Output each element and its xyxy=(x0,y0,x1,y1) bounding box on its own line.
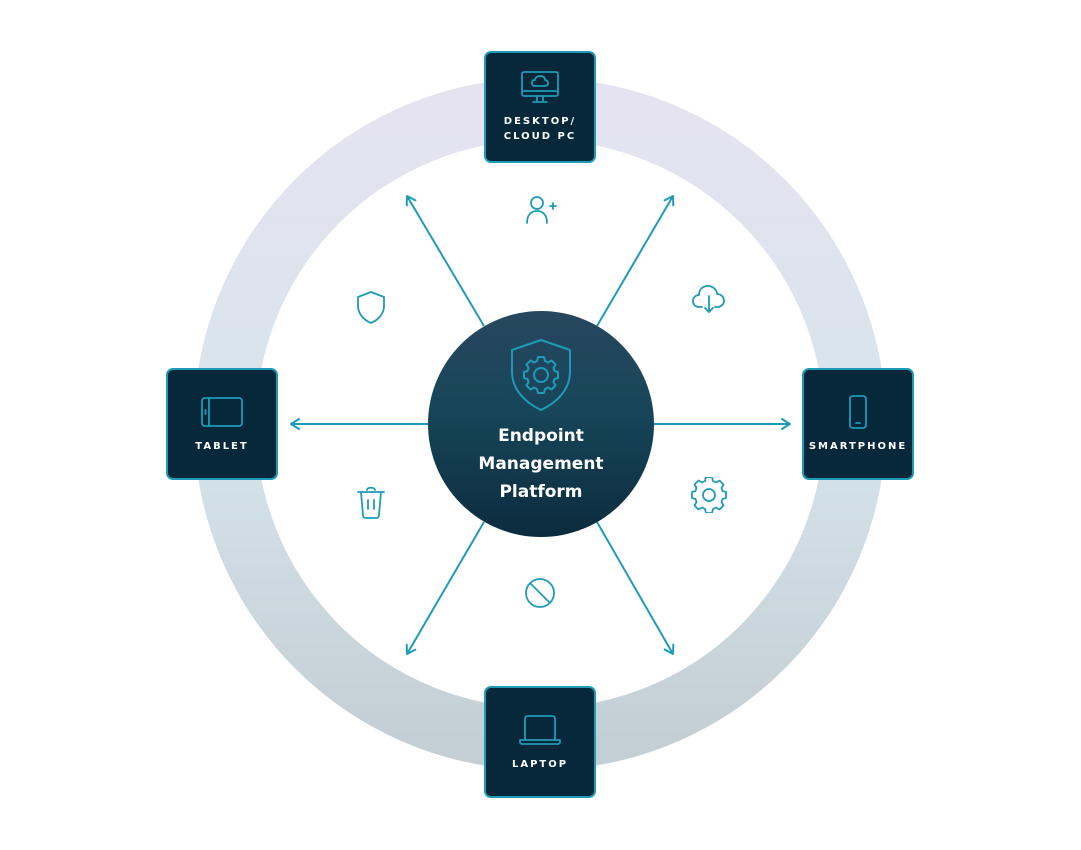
shield-gear-icon xyxy=(511,339,571,411)
block-icon xyxy=(525,578,555,608)
device-label: TABLET xyxy=(195,440,249,452)
shield-icon xyxy=(357,291,385,324)
device-label: DESKTOP/ CLOUD PC xyxy=(503,116,577,142)
device-card-desktop[interactable]: DESKTOP/ CLOUD PC xyxy=(484,51,596,163)
trash-icon xyxy=(357,486,385,519)
cloud-download-icon xyxy=(692,285,725,313)
desktop-cloud-icon xyxy=(521,71,559,103)
device-label: SMARTPHONE xyxy=(808,440,908,452)
smartphone-icon xyxy=(849,394,867,429)
arrow-down-left xyxy=(405,521,485,655)
device-label: LAPTOP xyxy=(511,758,569,770)
hub-title: Endpoint Management Platform xyxy=(478,426,604,502)
arrow-up-left xyxy=(405,195,485,327)
user-plus-icon xyxy=(526,196,557,224)
device-card-laptop[interactable]: LAPTOP xyxy=(484,686,596,798)
arrow-down-right xyxy=(596,521,675,655)
platform-hub: Endpoint Management Platform xyxy=(428,311,654,537)
arrows xyxy=(290,195,791,655)
device-card-smartphone[interactable]: SMARTPHONE xyxy=(802,368,914,480)
gear-icon xyxy=(691,477,727,513)
device-card-tablet[interactable]: TABLET xyxy=(166,368,278,480)
laptop-icon xyxy=(519,714,561,745)
arrow-up-right xyxy=(596,195,675,327)
tablet-icon xyxy=(201,396,243,427)
